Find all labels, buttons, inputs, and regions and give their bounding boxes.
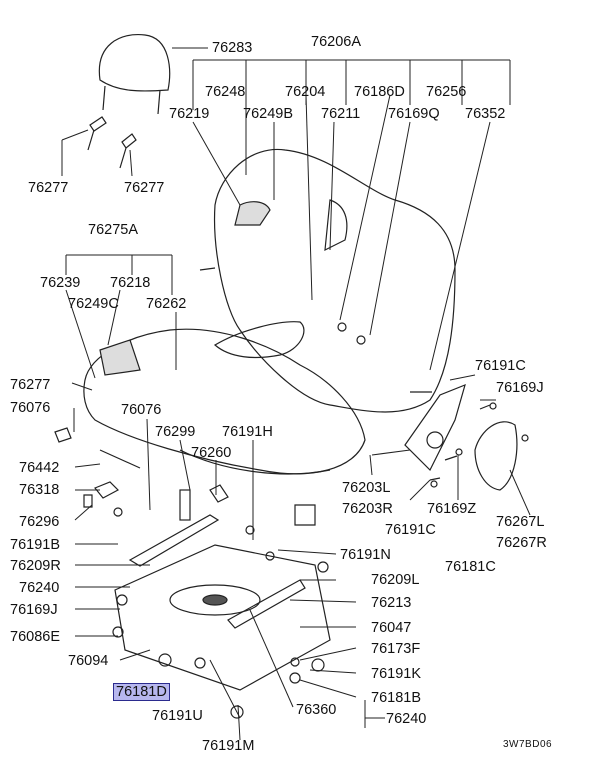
part-label-76047: 76047 [371, 620, 412, 636]
part-label-76191C-lower: 76191C [385, 522, 436, 538]
part-label-76191N: 76191N [340, 547, 391, 563]
part-label-76076-center: 76076 [121, 402, 162, 418]
fasteners-drawing [112, 507, 329, 719]
seat-back-drawing [199, 148, 456, 413]
part-label-76076-left: 76076 [10, 400, 51, 416]
part-label-76204: 76204 [285, 84, 326, 100]
part-label-76277-left: 76277 [28, 180, 69, 196]
part-label-76191C-upper: 76191C [475, 358, 526, 374]
part-label-76277-right: 76277 [124, 180, 165, 196]
part-label-76299: 76299 [155, 424, 196, 440]
part-label-76211: 76211 [321, 106, 361, 122]
part-label-76360: 76360 [296, 702, 337, 718]
part-label-76240-left: 76240 [19, 580, 60, 596]
seat-cushion-drawing [83, 328, 366, 475]
part-label-76218: 76218 [110, 275, 151, 291]
part-label-76248: 76248 [205, 84, 246, 100]
part-label-76206A: 76206A [311, 34, 361, 50]
part-label-76240-right: 76240 [386, 711, 427, 727]
part-label-76219: 76219 [169, 106, 210, 122]
part-label-76239: 76239 [40, 275, 81, 291]
part-label-76442: 76442 [19, 460, 60, 476]
part-label-76256: 76256 [426, 84, 467, 100]
part-label-76169Z: 76169Z [427, 501, 477, 517]
part-label-76275A: 76275A [88, 222, 138, 238]
recliner-drawing [404, 383, 529, 491]
part-label-76209L: 76209L [371, 572, 420, 588]
part-label-76213: 76213 [371, 595, 412, 611]
part-label-76260: 76260 [191, 445, 232, 461]
part-label-76169J-left: 76169J [10, 602, 58, 618]
part-label-76249C: 76249C [68, 296, 119, 312]
part-label-76249B: 76249B [243, 106, 293, 122]
part-label-76181C: 76181C [445, 559, 496, 575]
part-label-76283: 76283 [212, 40, 253, 56]
part-label-76169Q: 76169Q [388, 106, 440, 122]
part-label-76277-lower: 76277 [10, 377, 51, 393]
part-label-76267L: 76267L [496, 514, 545, 530]
part-label-76203L: 76203L [342, 480, 391, 496]
part-label-76267R: 76267R [496, 535, 547, 551]
part-label-76186D: 76186D [354, 84, 405, 100]
part-label-76191K: 76191K [371, 666, 421, 682]
part-label-76094: 76094 [68, 653, 109, 669]
leader-lines [61, 47, 531, 741]
part-label-76191M: 76191M [202, 738, 255, 754]
part-label-76318: 76318 [19, 482, 60, 498]
part-label-76203R: 76203R [342, 501, 393, 517]
part-label-76352: 76352 [465, 106, 506, 122]
part-label-76191U: 76191U [152, 708, 203, 724]
part-label-76181D-highlighted[interactable]: 76181D [113, 683, 170, 701]
part-label-76191H: 76191H [222, 424, 273, 440]
part-label-76296: 76296 [19, 514, 60, 530]
part-label-76169J-right: 76169J [496, 380, 544, 396]
headrest-drawing [87, 33, 171, 169]
part-label-76086E: 76086E [10, 629, 60, 645]
part-label-76191B: 76191B [10, 537, 60, 553]
part-label-76262: 76262 [146, 296, 187, 312]
seat-track-drawing [54, 427, 331, 691]
part-label-76181B: 76181B [371, 690, 421, 706]
diagram-code: 3W7BD06 [503, 739, 553, 750]
part-label-76173F: 76173F [371, 641, 421, 657]
part-label-76209R: 76209R [10, 558, 61, 574]
